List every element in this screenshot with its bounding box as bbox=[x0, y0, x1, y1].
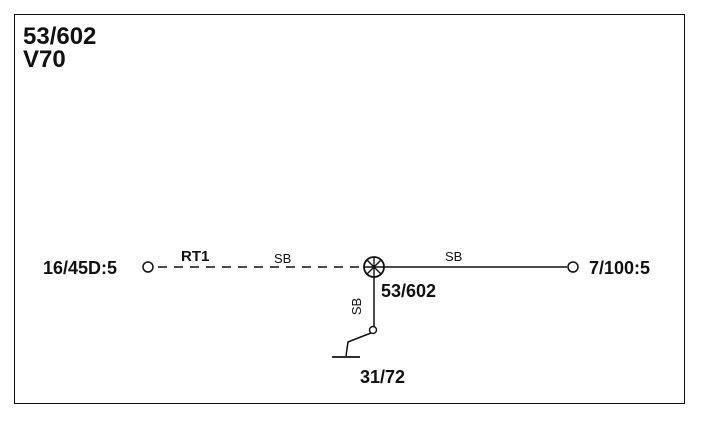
wire-color-right-sb: SB bbox=[445, 249, 463, 264]
splice-icon bbox=[363, 256, 385, 278]
ground-terminal bbox=[368, 325, 378, 335]
model-name: V70 bbox=[23, 46, 66, 73]
diagram-code: 53/602 bbox=[23, 23, 97, 50]
wire-color-rt1: RT1 bbox=[181, 248, 210, 265]
right-terminal bbox=[567, 261, 579, 273]
left-terminal bbox=[142, 261, 154, 273]
wire-color-left-sb: SB bbox=[274, 251, 292, 266]
ground-label: 31/72 bbox=[360, 367, 406, 387]
splice-label: 53/602 bbox=[381, 281, 437, 301]
right-connector-label: 7/100:5 bbox=[589, 258, 651, 278]
ground-icon bbox=[332, 332, 372, 358]
left-connector-label: 16/45D:5 bbox=[43, 258, 118, 278]
diagram-frame bbox=[14, 14, 685, 404]
wire-color-down-sb: SB bbox=[349, 297, 365, 316]
